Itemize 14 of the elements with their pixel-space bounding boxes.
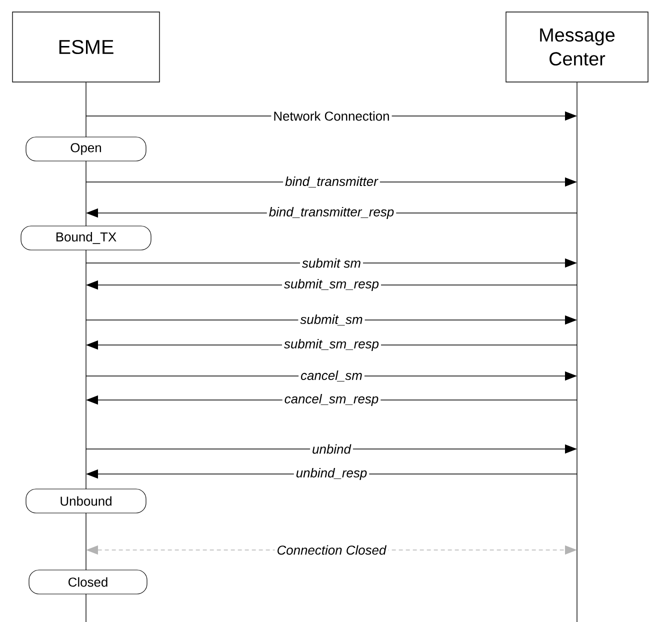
edge-label: unbind_resp xyxy=(294,466,370,482)
edge-label: submit sm xyxy=(300,256,363,270)
edge-label: unbind xyxy=(310,442,353,456)
edge-label: submit_sm_resp xyxy=(282,336,381,354)
edge-label: cancel_sm xyxy=(298,368,364,384)
edge-label: cancel_sm_resp xyxy=(282,392,381,408)
edge-label: bind_transmitter xyxy=(283,174,380,190)
edge-label: submit_sm xyxy=(298,312,365,328)
edge-label: Network Connection xyxy=(271,109,392,123)
participant-box: ESME xyxy=(12,12,160,82)
edge-label: submit_sm_resp xyxy=(282,276,381,294)
edge-label: bind_transmitter_resp xyxy=(266,204,396,222)
edge-label: Connection Closed xyxy=(274,543,388,557)
participant-box: Message Center xyxy=(506,12,648,82)
